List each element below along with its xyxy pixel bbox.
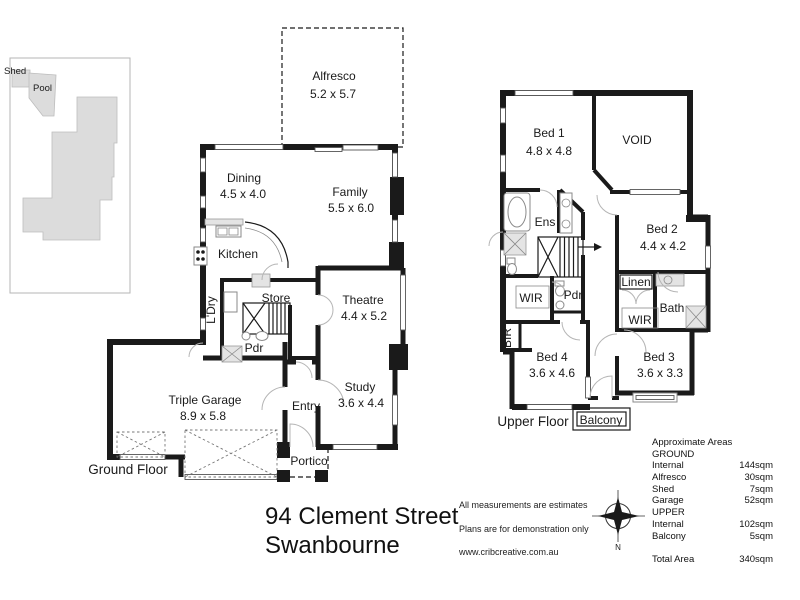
compass-north-label: N <box>615 543 621 552</box>
shed-label: Shed <box>4 66 26 77</box>
ground-windows <box>200 144 406 450</box>
area-label: UPPER <box>652 507 685 519</box>
area-value: 144sqm <box>739 460 773 472</box>
room-label-bir: BIR <box>500 328 514 348</box>
upper-windows <box>500 90 711 410</box>
room-label-theatre: Theatre <box>342 293 384 307</box>
room-label-upper-powder: Pdr <box>564 288 583 302</box>
areas-row: UPPER <box>652 507 773 519</box>
site-boundary <box>9 57 131 294</box>
room-label-garage: Triple Garage <box>169 393 242 407</box>
room-dims-bed1: 4.8 x 4.8 <box>526 144 572 158</box>
upper-fixtures <box>503 192 707 431</box>
areas-table: Approximate Areas GROUND Internal 144sqm… <box>652 437 773 566</box>
room-label-portico: Portico <box>290 454 328 468</box>
upper-room-labels: Bed 1 4.8 x 4.8 VOID Ens Bed 2 4.4 x 4.2… <box>497 126 686 429</box>
note-website-link: www.cribcreative.com.au <box>459 547 559 557</box>
room-label-dining: Dining <box>227 171 261 185</box>
room-label-wir: WIR <box>519 291 543 305</box>
area-value: 7sqm <box>749 483 773 495</box>
pool-footprint <box>28 72 57 117</box>
room-label-family: Family <box>332 185 367 199</box>
areas-row: Internal 144sqm <box>652 460 773 472</box>
areas-row: Internal 102sqm <box>652 519 773 531</box>
pool-label: Pool <box>33 83 52 94</box>
house-footprint <box>22 96 118 241</box>
ground-fixtures <box>193 218 291 363</box>
room-dims-bed3: 3.6 x 3.3 <box>637 366 683 380</box>
note-measurements: All measurements are estimates <box>459 500 588 510</box>
upper-floor-label: Upper Floor <box>497 414 569 429</box>
areas-title: Approximate Areas <box>652 437 733 448</box>
area-label: Balcony <box>652 530 686 542</box>
area-label: GROUND <box>652 448 695 460</box>
room-dims-garage: 8.9 x 5.8 <box>180 409 226 423</box>
total-area-label: Total Area <box>652 554 695 566</box>
areas-total-row: Total Area 340sqm <box>652 554 773 566</box>
room-dims-alfresco: 5.2 x 5.7 <box>310 87 356 101</box>
room-label-alfresco: Alfresco <box>312 69 356 83</box>
area-value: 52sqm <box>744 495 773 507</box>
areas-row: Garage 52sqm <box>652 495 773 507</box>
areas-row: Alfresco 30sqm <box>652 472 773 484</box>
area-value: 5sqm <box>749 530 773 542</box>
area-value: 102sqm <box>739 518 773 530</box>
room-label-bed1: Bed 1 <box>533 126 565 140</box>
room-dims-dining: 4.5 x 4.0 <box>220 187 266 201</box>
room-label-bed3: Bed 3 <box>643 350 675 364</box>
areas-row: Shed 7sqm <box>652 484 773 496</box>
ground-door-arcs <box>188 263 345 450</box>
total-area-value: 340sqm <box>739 554 773 566</box>
room-dims-bed4: 3.6 x 4.6 <box>529 366 575 380</box>
area-label: Internal <box>652 518 684 530</box>
room-dims-bed2: 4.4 x 4.2 <box>640 239 686 253</box>
room-label-entry: Entry <box>292 399 320 413</box>
portico-outline <box>290 448 329 478</box>
room-label-void: VOID <box>622 133 652 147</box>
address-line1: 94 Clement Street <box>265 503 459 530</box>
room-label-bed2: Bed 2 <box>646 222 678 236</box>
ground-floor-plan: Alfresco 5.2 x 5.7 Dining 4.5 x 4.0 Fami… <box>88 27 408 482</box>
property-address: 94 Clement Street Swanbourne <box>265 502 458 560</box>
areas-row: Balcony 5sqm <box>652 531 773 543</box>
room-label-bed4: Bed 4 <box>536 350 568 364</box>
upper-floor-plan: Bed 1 4.8 x 4.8 VOID Ens Bed 2 4.4 x 4.2… <box>488 90 711 431</box>
area-label: Garage <box>652 495 684 507</box>
site-plan: Shed Pool <box>4 57 131 294</box>
area-label: Shed <box>652 483 675 495</box>
area-label: Internal <box>652 460 684 472</box>
room-dims-family: 5.5 x 6.0 <box>328 201 374 215</box>
room-label-balcony: Balcony <box>580 413 623 427</box>
area-value: 30sqm <box>744 472 773 484</box>
areas-row: GROUND <box>652 449 773 461</box>
room-label-linen: Linen <box>621 275 650 289</box>
compass-icon: N <box>592 490 645 552</box>
room-label-bath: Bath <box>660 301 685 315</box>
room-dims-study: 3.6 x 4.4 <box>338 396 384 410</box>
room-dims-theatre: 4.4 x 5.2 <box>341 309 387 323</box>
room-label-store: Store <box>262 291 291 305</box>
areas-title-row: Approximate Areas <box>652 437 773 449</box>
garage-doors <box>116 429 329 482</box>
upper-door-arcs <box>488 187 679 399</box>
room-label-laundry: L'Dry <box>204 296 218 324</box>
ground-room-labels: Alfresco 5.2 x 5.7 Dining 4.5 x 4.0 Fami… <box>88 69 387 477</box>
room-label-powder: Pdr <box>245 341 264 355</box>
room-label-ens: Ens <box>535 215 556 229</box>
room-label-wir2: WIR <box>628 313 652 327</box>
room-label-kitchen: Kitchen <box>218 247 258 261</box>
note-demonstration: Plans are for demonstration only <box>459 524 589 534</box>
room-label-study: Study <box>345 380 376 394</box>
address-line2: Swanbourne <box>265 532 400 559</box>
area-label: Alfresco <box>652 472 687 484</box>
ground-floor-label: Ground Floor <box>88 462 168 477</box>
